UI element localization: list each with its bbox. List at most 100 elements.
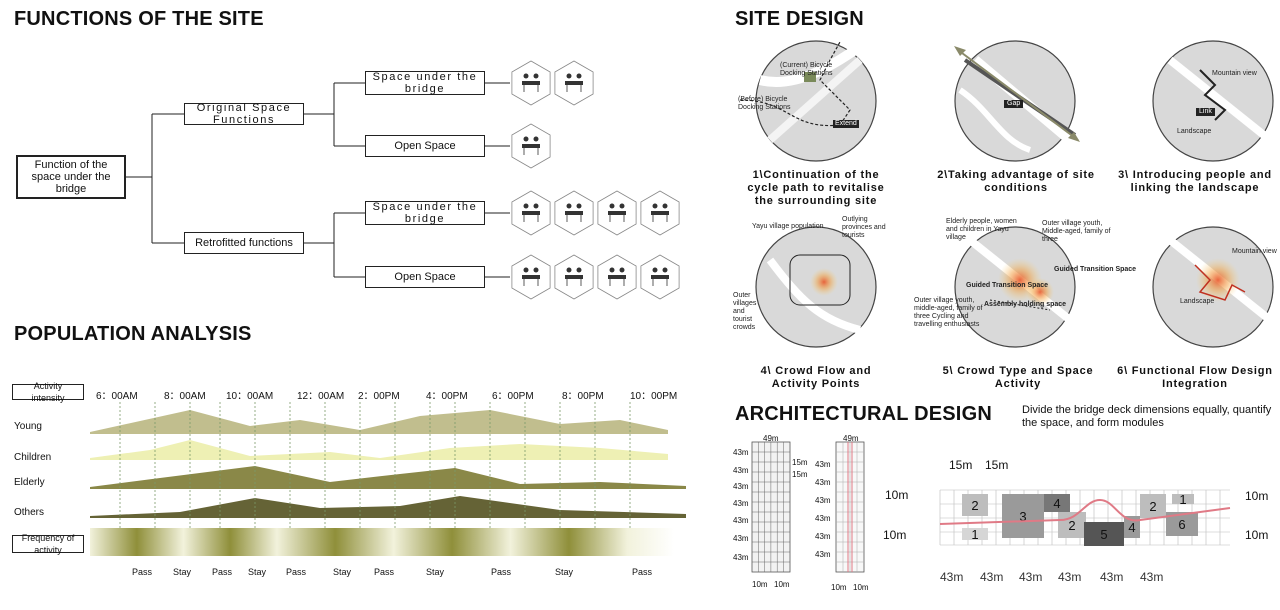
dim-15m-b: 15m — [792, 470, 808, 479]
site-caption-1: 1\Continuation of the cycle path to revi… — [747, 169, 885, 207]
dim-43m-left: 43m — [733, 448, 749, 457]
module-block — [962, 494, 988, 516]
elderly-wave — [90, 466, 686, 489]
dim-10m-d: 10m — [853, 583, 869, 592]
frequency-word: Stay — [426, 567, 445, 577]
right-10m-a: 10m — [1245, 489, 1269, 503]
site-diagrams — [739, 35, 1274, 348]
frequency-word: Pass — [212, 567, 233, 577]
site1-note-before: (Before) Bicycle Docking Stations — [738, 96, 791, 111]
arch-title: ARCHITECTURAL DESIGN — [735, 403, 992, 425]
activity-hex-icon — [511, 60, 551, 106]
plan-grid-2 — [835, 441, 865, 573]
dim-43m-mid: 43m — [815, 514, 831, 523]
site1-note-extend: Extend — [833, 120, 859, 128]
space-under-bridge-box-1: Space under the bridge — [365, 71, 485, 95]
original-functions-box: Original Space Functions — [184, 102, 304, 126]
dim-10m-c: 10m — [831, 583, 847, 592]
left-10m-b: 10m — [883, 528, 907, 542]
site-circle-1 — [739, 35, 877, 162]
site5-note-assembly: Assembly holding space — [984, 301, 1067, 308]
open-space-box-2: Open Space — [365, 266, 485, 288]
young-wave — [90, 410, 668, 434]
site-circle-4 — [755, 226, 877, 348]
dim-43m-left: 43m — [733, 499, 749, 508]
module-number: 5 — [1100, 527, 1107, 542]
activity-hex-icon — [597, 254, 637, 300]
site2-note-gap: Gap — [1004, 100, 1024, 108]
time-label: 6：00AM — [96, 391, 138, 402]
dim-15m-a: 15m — [792, 458, 808, 467]
site4-note-outer: Outer villages and tourist crowds — [733, 292, 757, 331]
dim-43m-left: 43m — [733, 534, 749, 543]
time-label: 10：00PM — [630, 391, 678, 402]
dim-43m-left: 43m — [733, 516, 749, 525]
activity-hex-icon — [597, 190, 637, 236]
dim-49m-a: 49m — [763, 434, 779, 443]
module-block — [1044, 494, 1070, 512]
space-under-bridge-box-2: Space under the bridge — [365, 201, 485, 225]
dim-49m-b: 49m — [843, 434, 859, 443]
right-10m-b: 10m — [1245, 528, 1269, 542]
bottom-43m: 43m — [980, 570, 1004, 584]
group-label: Young — [14, 421, 42, 432]
time-label: 8：00AM — [164, 391, 206, 402]
dim-43m-left: 43m — [733, 553, 749, 562]
site-caption-5: 5\ Crowd Type and Space Activity — [942, 365, 1094, 390]
frequency-word: Pass — [632, 567, 653, 577]
activity-hex-icon — [640, 190, 680, 236]
dim-43m-mid: 43m — [815, 496, 831, 505]
dim-43m-mid: 43m — [815, 460, 831, 469]
dim-43m-mid: 43m — [815, 478, 831, 487]
site-caption-2: 2\Taking advantage of site conditions — [937, 169, 1095, 194]
module-number: 1 — [971, 527, 978, 542]
frequency-word: Stay — [248, 567, 267, 577]
site-title: SITE DESIGN — [735, 8, 864, 30]
module-number: 4 — [1128, 520, 1135, 535]
site4-note-yayu: Yayu village population — [752, 223, 824, 230]
module-number: 2 — [1068, 518, 1075, 533]
module-number: 4 — [1053, 496, 1060, 511]
frequency-word: Stay — [173, 567, 192, 577]
bottom-43m: 43m — [1019, 570, 1043, 584]
activity-intensity-label: Activity intensity — [12, 381, 84, 403]
open-space-box-1: Open Space — [365, 135, 485, 157]
module-block — [1084, 522, 1124, 546]
time-label: 4：00PM — [426, 391, 468, 402]
bottom-43m: 43m — [940, 570, 964, 584]
time-label: 12：00AM — [297, 391, 345, 402]
children-wave — [90, 440, 668, 460]
time-label: 2：00PM — [358, 391, 400, 402]
site6-note-mountain: Mountain view — [1232, 248, 1277, 255]
module-block — [962, 528, 988, 540]
site6-note-landscape: Landscape — [1180, 298, 1215, 305]
frequency-label: Frequency of activity — [12, 533, 84, 555]
bottom-43m: 43m — [1058, 570, 1082, 584]
frequency-bar — [90, 528, 674, 556]
dim-43m-mid: 43m — [815, 550, 831, 559]
site-caption-3: 3\ Introducing people and linking the la… — [1118, 169, 1272, 194]
activity-hex-icon — [554, 190, 594, 236]
time-label: 8：00PM — [562, 391, 604, 402]
module-number: 6 — [1178, 517, 1185, 532]
module-number: 2 — [971, 498, 978, 513]
site3-note-link: Link — [1196, 108, 1215, 116]
site5-note-outer-youth: Outer village youth, Middle-aged, family… — [1042, 220, 1111, 243]
module-number: 2 — [1149, 499, 1156, 514]
frequency-word: Pass — [491, 567, 512, 577]
dim-43m-mid: 43m — [815, 532, 831, 541]
frequency-word: Pass — [132, 567, 153, 577]
dim-43m-left: 43m — [733, 482, 749, 491]
left-10m-a: 10m — [885, 488, 909, 502]
time-label: 6：00PM — [492, 391, 534, 402]
module-number: 1 — [1179, 492, 1186, 507]
group-label: Elderly — [14, 477, 45, 488]
arch-description: Divide the bridge deck dimensions equall… — [1022, 404, 1272, 429]
frequency-word: Pass — [374, 567, 395, 577]
population-chart — [90, 402, 686, 556]
site5-note-guided-1: Guided Transition Space — [1054, 266, 1137, 273]
module-number: 3 — [1019, 509, 1026, 524]
retrofitted-functions-box: Retrofitted functions — [184, 232, 304, 254]
site-circle-6 — [1152, 226, 1274, 348]
